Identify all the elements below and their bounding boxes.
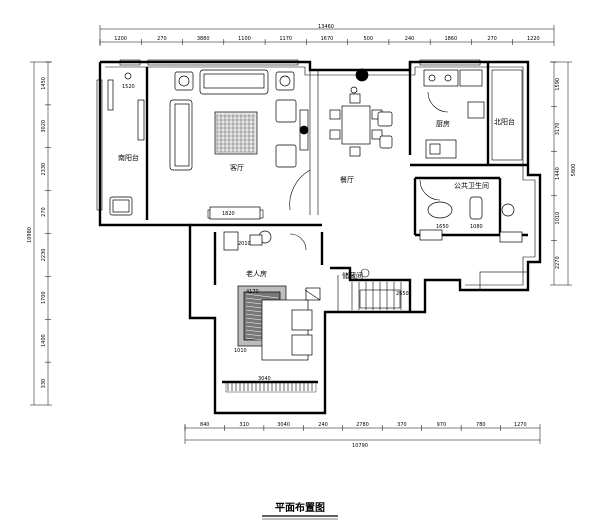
inner-dim: 1650 (436, 224, 449, 230)
dim-segment-label: 1220 (527, 36, 540, 42)
dim-segment-label: 1700 (41, 291, 47, 304)
label-elder-room: 老人房 (246, 269, 267, 278)
dim-segment-label: 270 (157, 36, 167, 42)
dim-top-total: 13460 (318, 24, 334, 30)
inner-dim: 1520 (122, 84, 135, 90)
dim-segment-label: 970 (437, 422, 447, 428)
north-balcony-furniture (491, 69, 523, 161)
dim-segment-label: 330 (41, 379, 47, 389)
dim-segment-label: 240 (318, 422, 328, 428)
label-south-balcony: 南阳台 (118, 153, 139, 162)
dim-segment-label: 2330 (41, 163, 47, 176)
dim-bottom-total: 10790 (352, 443, 368, 449)
dim-segment-label: 1670 (321, 36, 334, 42)
kitchen-furniture (423, 69, 485, 159)
dimension-top: 13460 1200 270 3880 1100 1170 1670 500 240 1860 2… (99, 24, 555, 46)
dim-segment-label: 3880 (197, 36, 210, 42)
staircase (337, 268, 529, 312)
dim-segment-label: 780 (476, 422, 486, 428)
dim-segment-label: 1590 (555, 78, 561, 91)
dim-segment-label: 1270 (514, 422, 527, 428)
plan-title: 平面布置图 (275, 501, 325, 514)
dim-segment-label: 1450 (41, 77, 47, 90)
dim-segment-label: 1400 (41, 334, 47, 347)
inner-dim: 1080 (470, 224, 483, 230)
dim-segment-label: 1440 (555, 167, 561, 180)
living-furniture (169, 69, 311, 220)
dining-furniture (329, 68, 393, 157)
dim-left-total: 10980 (27, 227, 33, 243)
dim-segment-label: 1170 (279, 36, 292, 42)
dim-segment-label: 3020 (41, 120, 47, 133)
inner-dim: 2010 (238, 241, 251, 247)
inner-dim: 1820 (222, 211, 235, 217)
dim-segment-label: 270 (41, 207, 47, 217)
label-dining: 餐厅 (340, 175, 354, 184)
dimension-right: 5800 1590 3170 1440 1010 2270 (550, 61, 577, 286)
dim-segment-label: 1010 (555, 212, 561, 225)
dim-segment-label: 370 (397, 422, 407, 428)
bathroom-furniture (419, 179, 523, 243)
dim-segment-label: 2780 (356, 422, 369, 428)
dim-segment-label: 240 (405, 36, 415, 42)
inner-dim: 2650 (396, 291, 409, 297)
inner-dim: 1010 (234, 348, 247, 354)
dim-right-total: 5800 (571, 164, 577, 177)
label-living: 客厅 (230, 163, 244, 172)
dim-segment-label: 2230 (41, 249, 47, 262)
label-bathroom: 公共卫生间 (454, 181, 489, 190)
dim-segment-label: 2270 (555, 256, 561, 269)
dim-segment-label: 270 (487, 36, 497, 42)
south-balcony-furniture (107, 72, 145, 216)
dim-segment-label: 500 (363, 36, 373, 42)
dimension-bottom: 10790 840 310 3040 240 2780 370 970 780 1270 (184, 422, 541, 449)
inner-dim: 3040 (258, 376, 271, 382)
label-storage: 储藏间 (342, 271, 363, 280)
dim-segment-label: 1200 (114, 36, 127, 42)
dim-segment-label: 840 (200, 422, 210, 428)
dimension-left: 10980 1450 3020 2330 270 2230 1700 1400 330 (27, 61, 52, 406)
dim-segment-label: 1860 (444, 36, 457, 42)
dim-segment-label: 310 (239, 422, 249, 428)
dim-segment-label: 3170 (555, 123, 561, 136)
label-north-balcony: 北阳台 (494, 117, 515, 126)
dim-segment-label: 3040 (277, 422, 290, 428)
dim-segment-label: 1100 (238, 36, 251, 42)
bedroom-furniture (223, 230, 321, 361)
inner-dim: 4170 (246, 289, 259, 295)
label-kitchen: 厨房 (436, 119, 450, 128)
